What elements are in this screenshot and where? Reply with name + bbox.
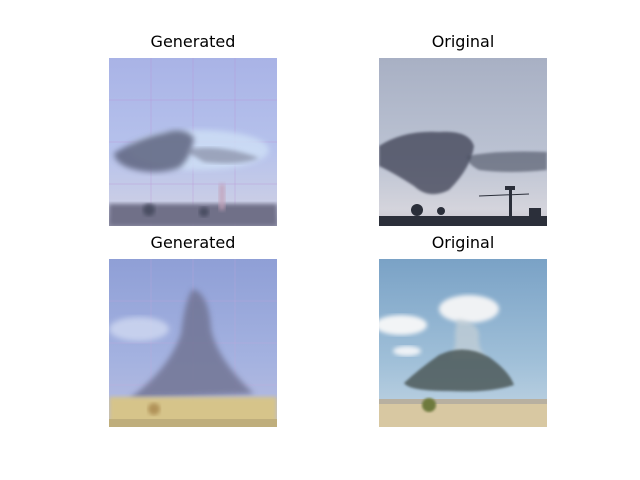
original-funnel-image <box>379 259 547 427</box>
original-murmuration-image <box>379 58 547 226</box>
panel-title: Generated <box>150 233 236 252</box>
panel-title: Original <box>431 233 495 252</box>
panel-title: Original <box>431 32 495 51</box>
generated-murmuration-image <box>109 58 277 226</box>
panel-generated-top: Generated <box>109 32 277 226</box>
generated-funnel-image <box>109 259 277 427</box>
panel-title: Generated <box>150 32 236 51</box>
panel-original-bottom: Original <box>379 233 547 427</box>
panel-original-top: Original <box>379 32 547 226</box>
panel-generated-bottom: Generated <box>109 233 277 427</box>
